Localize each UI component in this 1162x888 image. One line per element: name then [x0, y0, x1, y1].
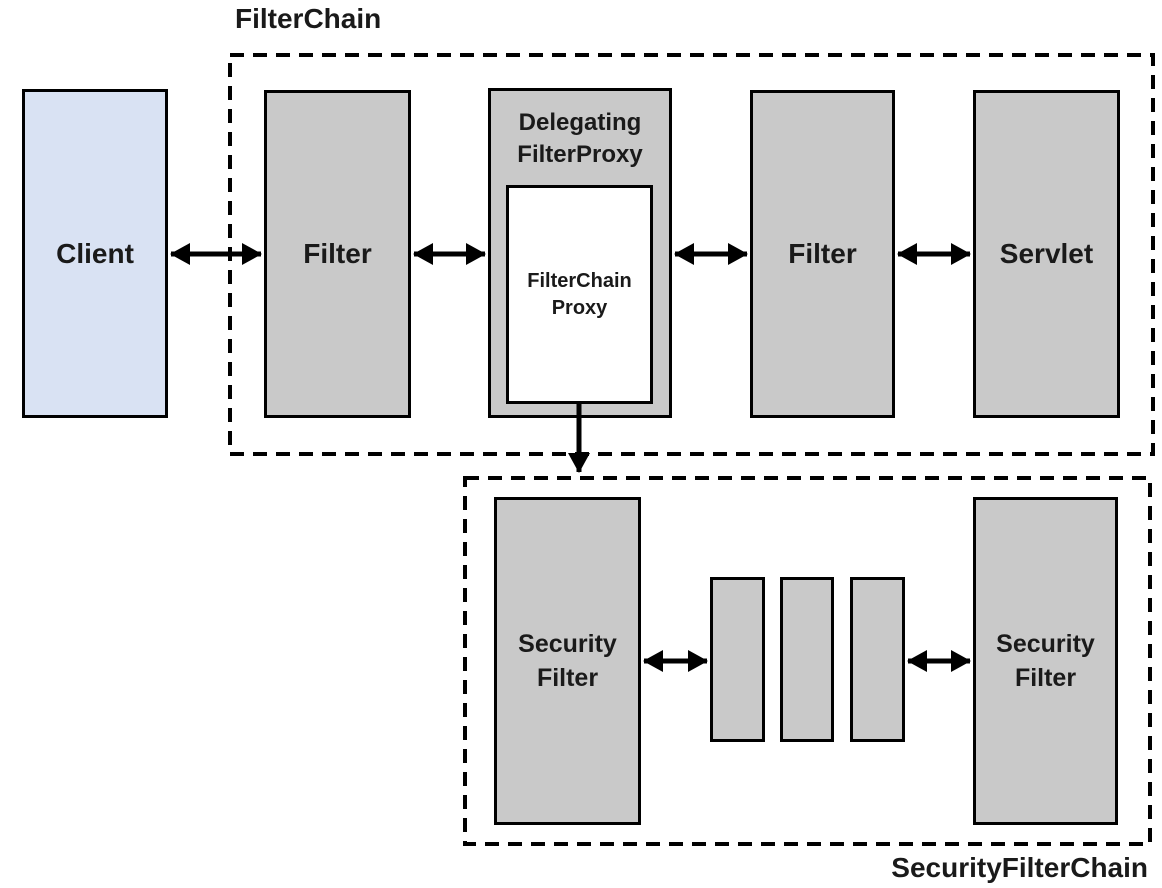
security-filter-left-label-line1: Security — [518, 630, 617, 658]
filter-right-label: Filter — [788, 238, 857, 269]
security-filter-placeholder-3 — [850, 577, 905, 742]
filter-box-left: Filter — [264, 90, 411, 418]
filterchain-title: FilterChain — [235, 3, 382, 34]
client-label: Client — [56, 237, 134, 269]
filter-box-right: Filter — [750, 90, 895, 418]
delegating-filter-proxy-label-line2: FilterProxy — [517, 141, 643, 168]
security-filter-placeholder-2 — [780, 577, 834, 742]
security-filter-box-left: Security Filter — [494, 497, 641, 825]
servlet-label: Servlet — [999, 238, 1094, 269]
security-filter-right-label-line2: Filter — [1014, 664, 1077, 692]
security-filter-box-right: Security Filter — [973, 497, 1118, 825]
servlet-box: Servlet — [973, 90, 1120, 418]
security-filter-left-label-line2: Filter — [536, 664, 599, 692]
client-box: Client — [22, 89, 168, 418]
filter-chain-proxy-label-line1: FilterChain — [527, 269, 632, 292]
security-filter-placeholder-1 — [710, 577, 765, 742]
securityfilterchain-title: SecurityFilterChain — [891, 852, 1148, 883]
filter-chain-proxy-box: FilterChain Proxy — [506, 185, 653, 404]
filter-left-label: Filter — [303, 238, 372, 269]
delegating-filter-proxy-label-line1: Delegating — [518, 109, 642, 136]
security-filter-right-label-line1: Security — [996, 630, 1095, 658]
filter-chain-proxy-label-line2: Proxy — [551, 296, 608, 319]
